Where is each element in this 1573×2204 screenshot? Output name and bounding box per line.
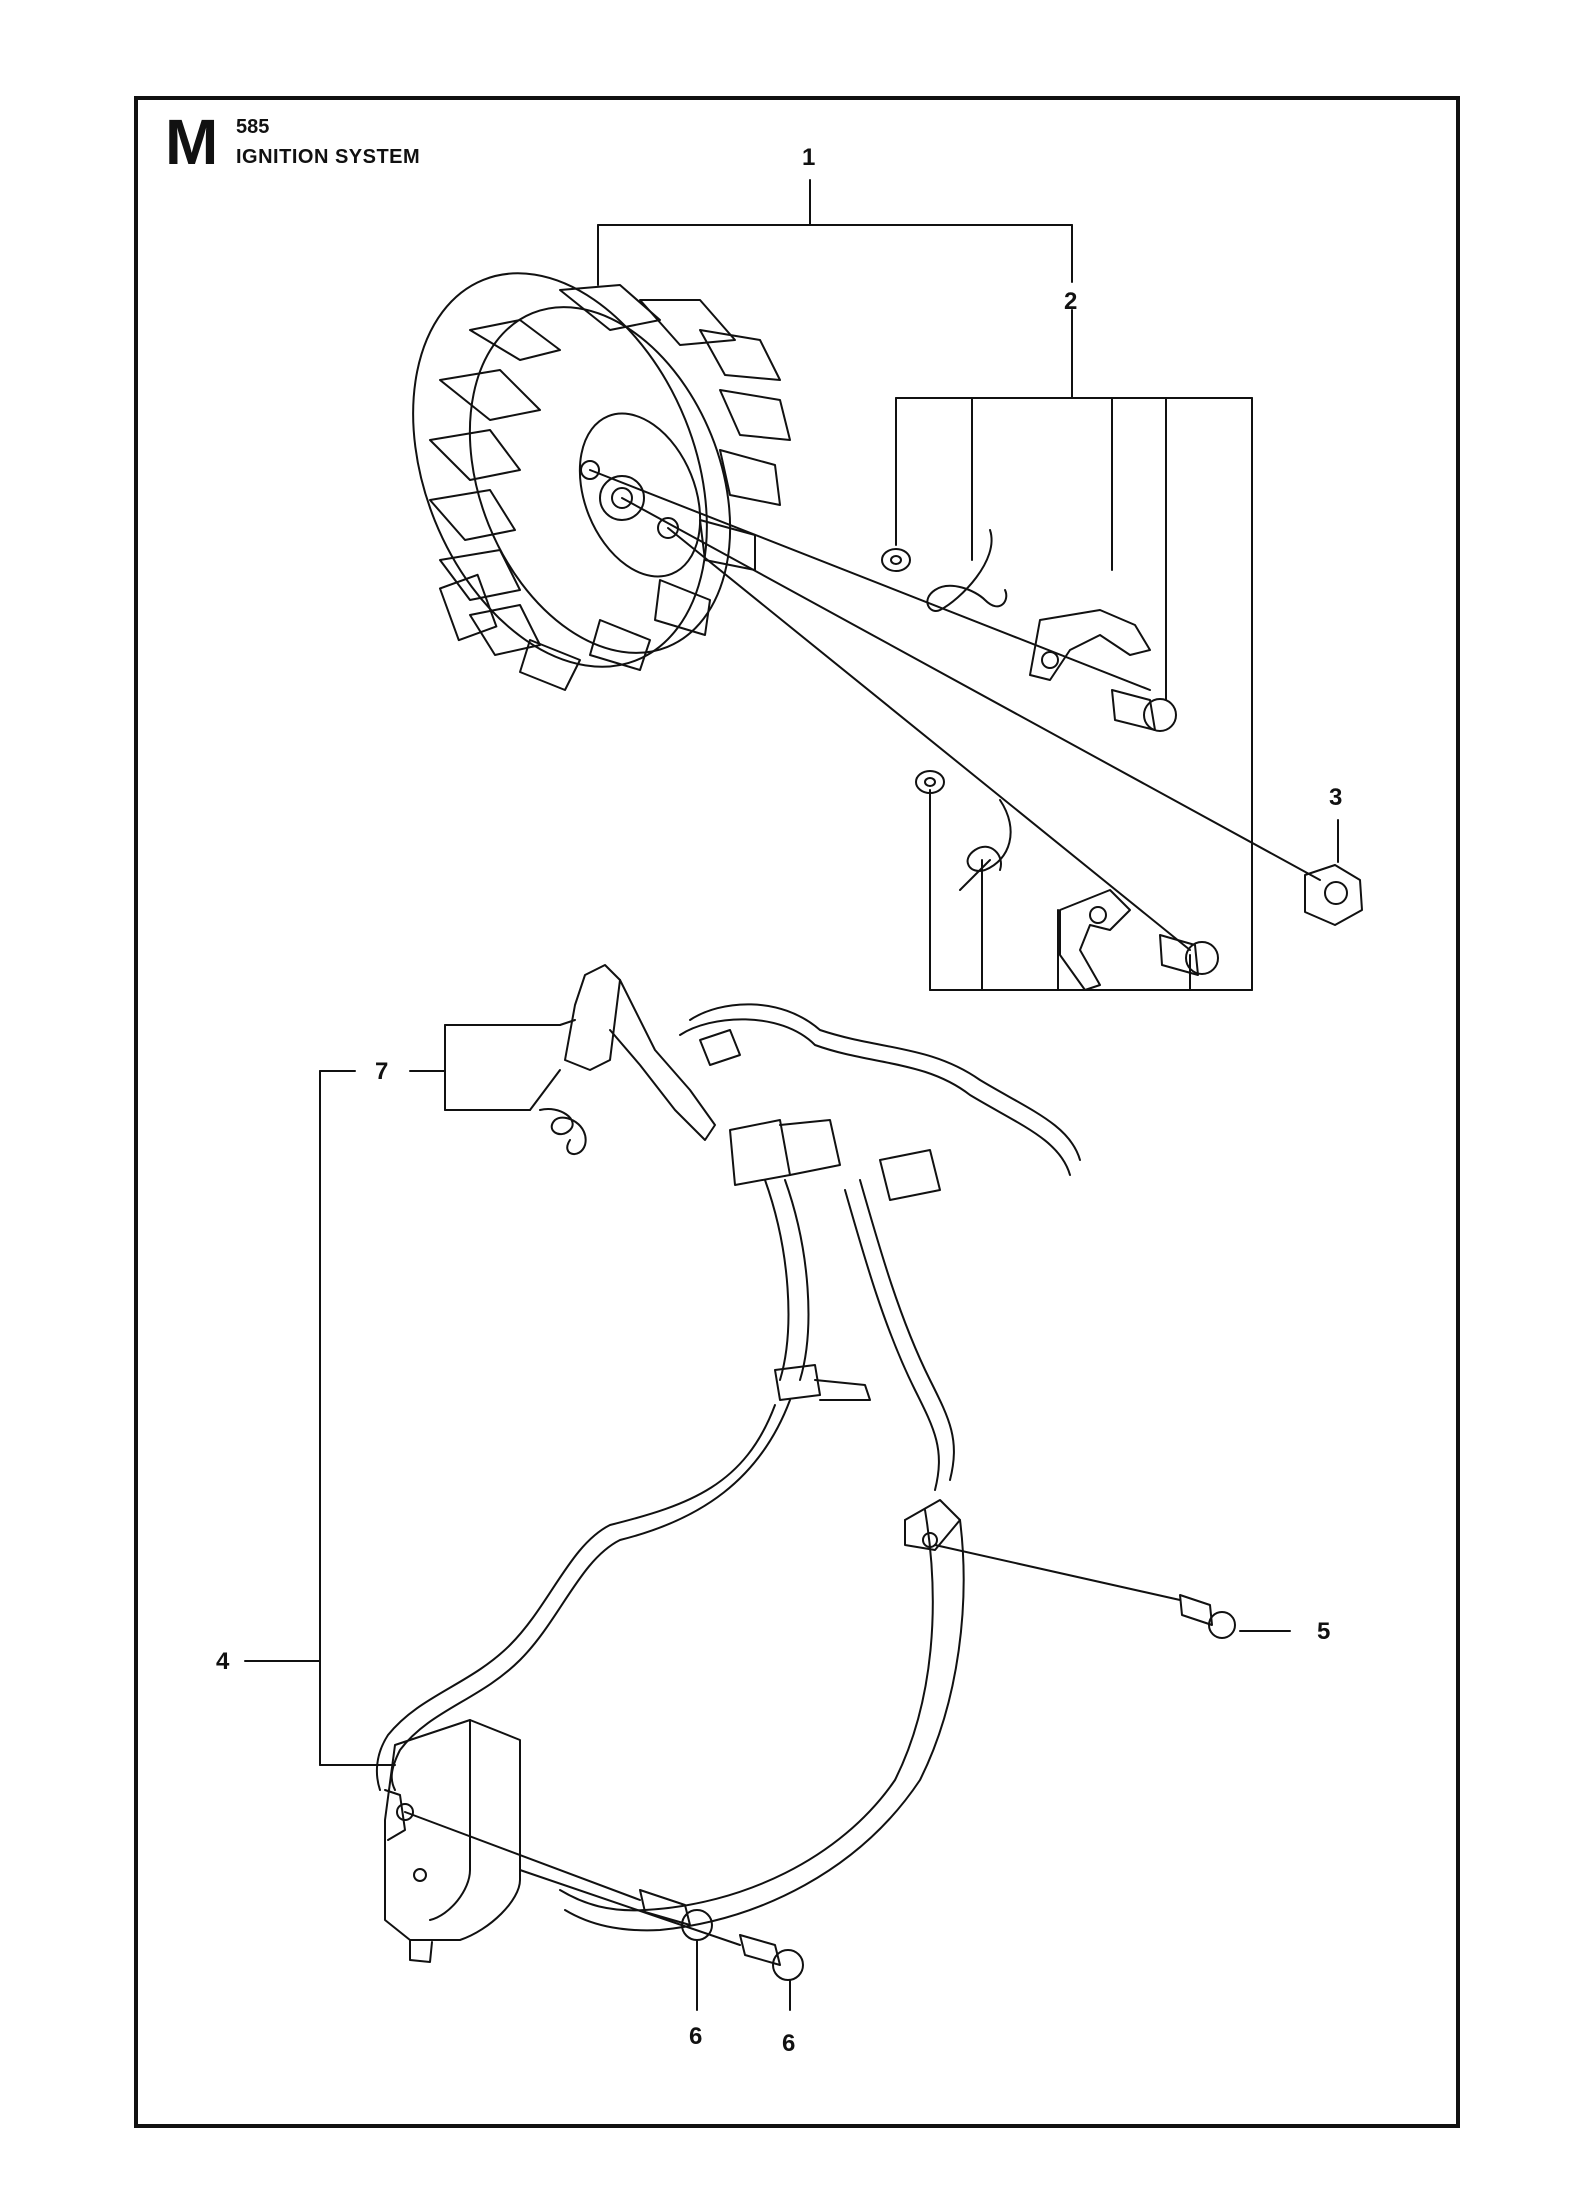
section-letter: M (165, 106, 219, 178)
callout-6-left: 6 (689, 2023, 703, 2050)
leader-1 (597, 179, 1073, 286)
wiring-harness (375, 1003, 1081, 1791)
callout-2: 2 (1064, 288, 1078, 315)
lower-pawl-set (915, 770, 1219, 991)
nut (1304, 819, 1363, 926)
module-arc (559, 1499, 965, 1932)
callout-7: 7 (375, 1058, 389, 1085)
ignition-module (384, 1719, 521, 1963)
leader-2 (895, 309, 1253, 991)
callout-5: 5 (1317, 1618, 1331, 1645)
callout-1: 1 (802, 144, 816, 171)
leader-4 (244, 1070, 396, 1766)
model-number: 585 (236, 116, 270, 138)
callout-3: 3 (1329, 784, 1343, 811)
diagram-title: IGNITION SYSTEM (236, 146, 421, 168)
screws-6 (404, 1811, 804, 2011)
diagram-frame (134, 96, 1460, 2128)
callout-4: 4 (216, 1648, 230, 1675)
callout-6-right: 6 (782, 2030, 796, 2057)
spark-plug-cap (539, 964, 716, 1155)
screw-5 (934, 1544, 1291, 1639)
leader-7 (409, 1019, 576, 1111)
upper-pawl-set (881, 529, 1177, 732)
axis-lines (589, 469, 1321, 951)
flywheel (412, 272, 791, 691)
